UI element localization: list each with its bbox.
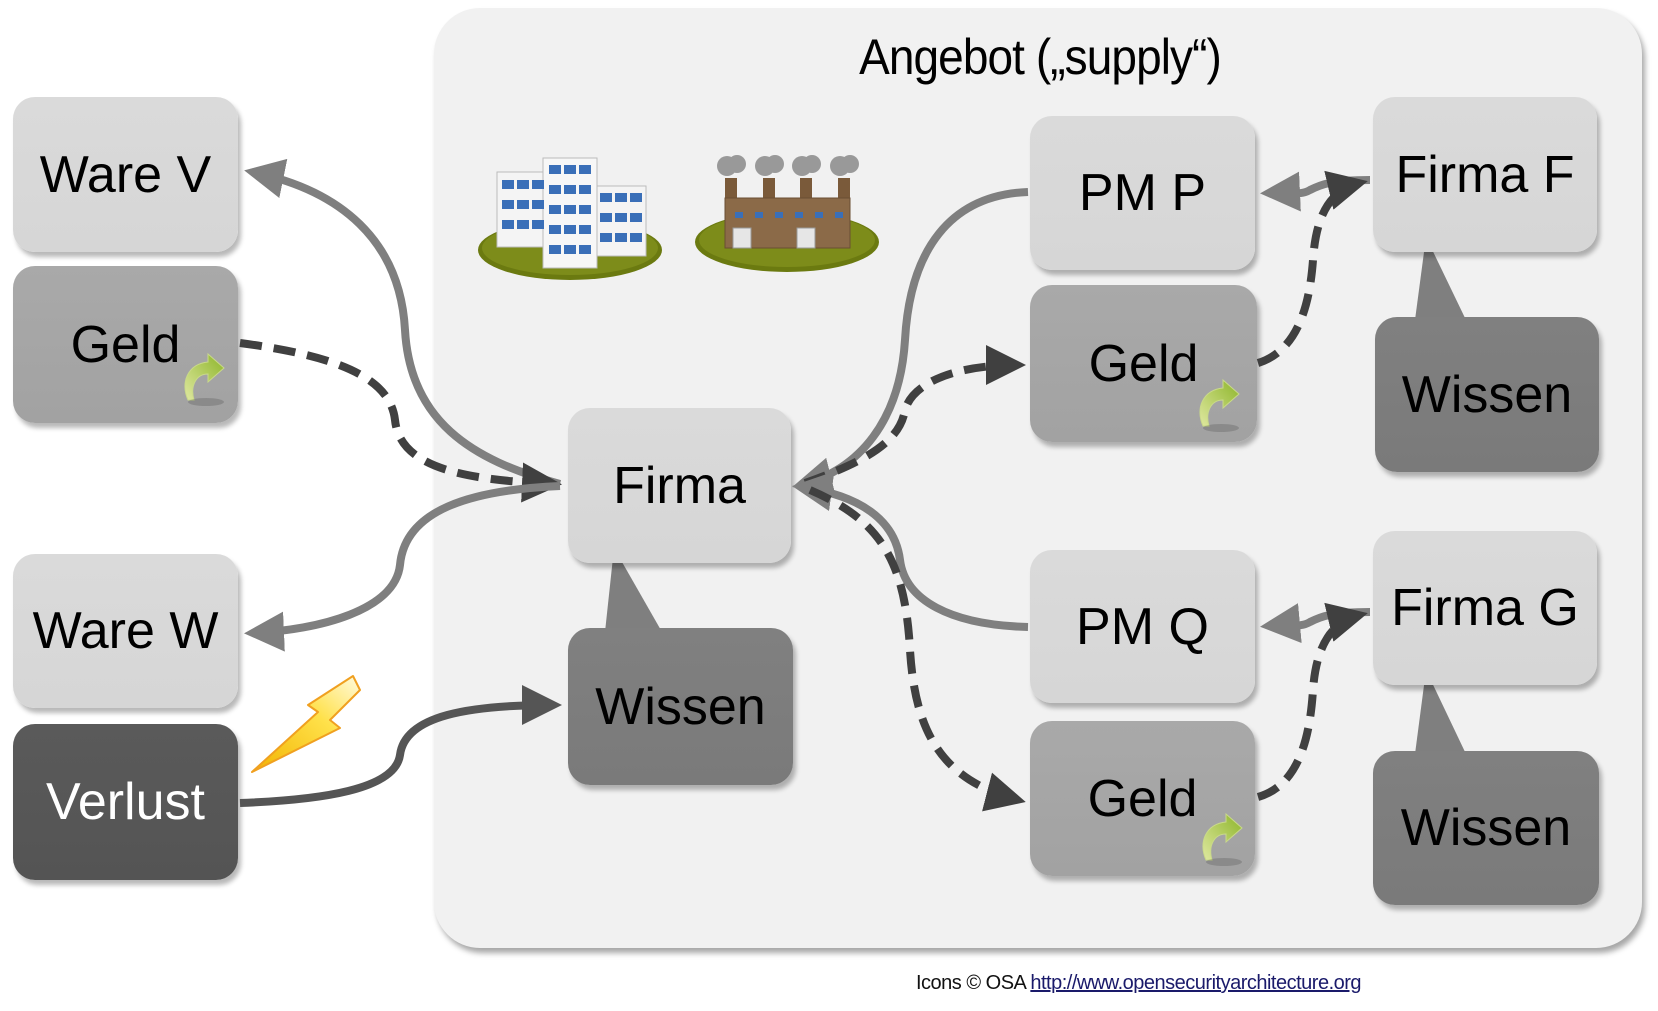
node-geld-q[interactable]: Geld [1030, 721, 1255, 876]
node-label: PM Q [1076, 597, 1209, 656]
node-firma-g[interactable]: Firma G [1373, 531, 1597, 685]
node-label: Verlust [46, 773, 205, 831]
node-geld-left[interactable]: Geld [13, 266, 238, 423]
node-label: Geld [70, 315, 181, 374]
osa-link[interactable]: http://www.opensecurityarchitecture.org [1030, 972, 1362, 994]
node-label: Ware W [32, 602, 219, 660]
node-wissen-f[interactable]: Wissen [1375, 317, 1599, 472]
node-label: Firma [613, 456, 746, 515]
node-firma[interactable]: Firma [568, 408, 791, 563]
credit-text: Icons © OSA [916, 972, 1026, 994]
node-label: Geld [1088, 334, 1199, 393]
node-wissen-center[interactable]: Wissen [568, 628, 793, 785]
node-ware-v[interactable]: Ware V [13, 97, 238, 252]
node-pm-p[interactable]: PM P [1030, 116, 1255, 270]
node-label: Wissen [1401, 365, 1573, 424]
node-label: Wissen [1400, 799, 1572, 857]
node-geld-p[interactable]: Geld [1030, 285, 1257, 442]
diagram-title: Angebot („supply“) [859, 29, 1222, 85]
node-label: Firma F [1395, 145, 1575, 204]
node-firma-f[interactable]: Firma F [1373, 97, 1597, 252]
footer-credit: Icons © OSA http://www.opensecurityarchi… [916, 972, 1362, 995]
node-label: Firma G [1391, 579, 1579, 637]
node-verlust[interactable]: Verlust [13, 724, 238, 880]
node-label: Ware V [39, 145, 212, 204]
node-ware-w[interactable]: Ware W [13, 554, 238, 708]
node-label: Wissen [595, 677, 766, 736]
node-label: PM P [1078, 164, 1207, 222]
node-pm-q[interactable]: PM Q [1030, 550, 1255, 703]
node-wissen-g[interactable]: Wissen [1373, 751, 1599, 905]
lightning-icon [251, 675, 361, 773]
node-label: Geld [1087, 769, 1198, 828]
